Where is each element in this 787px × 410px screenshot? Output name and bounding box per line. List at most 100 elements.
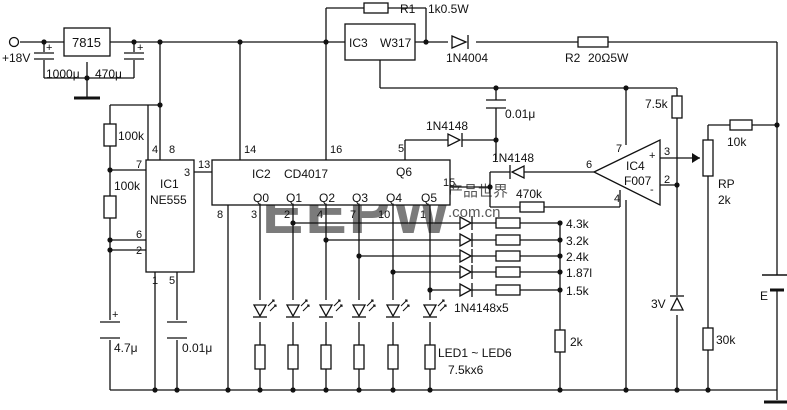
r1-name: R1 bbox=[400, 2, 416, 16]
led-label: LED1 ~ LED6 bbox=[438, 346, 512, 360]
battery: E bbox=[760, 274, 787, 303]
sel-res-4: 1.5k bbox=[566, 284, 590, 298]
diode-1n4148-b: 1N4148 bbox=[492, 151, 534, 180]
ic2-cd4017: IC2 CD4017 13 14 16 8 15 Q6 5 Q0 Q1 Q2 Q… bbox=[198, 143, 455, 221]
sel-res-0: 4.3k bbox=[566, 217, 590, 231]
ic1-pin1: 1 bbox=[152, 275, 158, 287]
r-2k-label: 2k bbox=[570, 335, 584, 349]
cap-ref: 0.01μ bbox=[486, 99, 535, 121]
c-timing-label: 4.7μ bbox=[114, 341, 138, 355]
power-input: +18V 7815 + 1000μ + 470μ bbox=[2, 27, 144, 81]
ic1-pin8: 8 bbox=[169, 144, 175, 156]
rp-name: RP bbox=[718, 177, 735, 191]
ic2-q2: Q2 bbox=[319, 191, 335, 205]
d-b-label: 1N4148 bbox=[492, 151, 534, 165]
selection-network: 4.3k 3.2k 2.4k 1.87l 1.5k 1N4148x5 2k bbox=[454, 215, 592, 353]
ic2-out-pin-1: 2 bbox=[284, 209, 290, 221]
regulator-label: 7815 bbox=[72, 35, 101, 50]
ic4-name: IC4 bbox=[626, 159, 645, 173]
ic3-regulator: IC3 W317 R1 1k0.5W bbox=[344, 2, 469, 61]
sel-res-3: 1.87l bbox=[566, 266, 592, 280]
resistor-r2: R2 20Ω5W bbox=[565, 36, 629, 65]
resistor-r1 bbox=[363, 2, 389, 14]
ic4-minus: - bbox=[650, 184, 654, 196]
ic2-pin8: 8 bbox=[217, 209, 223, 221]
led-res-label: 7.5kx6 bbox=[448, 363, 484, 377]
potentiometer-rp bbox=[702, 139, 714, 177]
resistor-10k bbox=[729, 119, 753, 131]
resistor-100k-b bbox=[103, 195, 117, 219]
input-terminal-icon bbox=[8, 36, 20, 48]
ic1-pin7: 7 bbox=[136, 159, 142, 171]
rp-value: 2k bbox=[718, 193, 732, 207]
ic2-pin16: 16 bbox=[330, 144, 342, 156]
diode-1n4004: 1N4004 bbox=[446, 35, 488, 65]
junctions bbox=[41, 39, 780, 393]
ic2-q5: Q5 bbox=[421, 191, 437, 205]
ic2-pin15: 15 bbox=[443, 177, 455, 189]
wiper-arrow-icon bbox=[692, 153, 700, 163]
c-ctrl-label: 0.01μ bbox=[182, 341, 212, 355]
ic2-out-pin-0: 3 bbox=[251, 209, 257, 221]
ic2-out-pin-5: 1 bbox=[420, 209, 426, 221]
r-75k-label: 7.5k bbox=[645, 97, 669, 111]
ic1-pin5: 5 bbox=[169, 275, 175, 287]
ic1-name: IC1 bbox=[160, 177, 179, 191]
ic3-part: W317 bbox=[380, 36, 412, 50]
ic2-q6-pin: 5 bbox=[398, 143, 404, 155]
ic4-f007: IC4 F007 + - 7 6 3 2 4 bbox=[586, 138, 670, 207]
ic1-ne555: IC1 NE555 4 8 7 3 6 2 1 5 100k 100k + 4.… bbox=[100, 123, 212, 355]
led-array: LED1 ~ LED6 7.5kx6 bbox=[252, 299, 512, 377]
ic4-pin2: 2 bbox=[664, 174, 670, 186]
ic2-name: IC2 bbox=[252, 167, 271, 181]
battery-label: E bbox=[760, 289, 768, 303]
r2-name: R2 bbox=[565, 51, 581, 65]
ic1-pin3: 3 bbox=[184, 167, 190, 179]
r1-value: 1k0.5W bbox=[428, 2, 469, 16]
diode-1n4148-a: 1N4148 bbox=[426, 119, 468, 148]
cap-470u-label: 470μ bbox=[95, 67, 122, 81]
ic2-q6: Q6 bbox=[396, 165, 412, 179]
watermark-domain: .com.cn bbox=[448, 204, 501, 221]
ic1-pin2: 2 bbox=[136, 245, 142, 257]
resistor-30k bbox=[702, 327, 714, 351]
c-ref-label: 0.01μ bbox=[505, 107, 535, 121]
regulator-7815 bbox=[63, 27, 111, 57]
ic2-q3: Q3 bbox=[352, 191, 368, 205]
ic4-part: F007 bbox=[624, 174, 652, 188]
ic4-pin7: 7 bbox=[616, 143, 622, 155]
ic1-pin6: 6 bbox=[136, 229, 142, 241]
supply-label: +18V bbox=[2, 51, 30, 65]
resistor-2k bbox=[554, 329, 566, 353]
ic2-out-pin-4: 10 bbox=[378, 209, 390, 221]
zener-label: 3V bbox=[651, 297, 666, 311]
svg-text:+: + bbox=[137, 42, 143, 54]
d-main-label: 1N4004 bbox=[446, 51, 488, 65]
ic1-pin4: 4 bbox=[152, 144, 158, 156]
ic4-pin6: 6 bbox=[586, 159, 592, 171]
sel-res-2: 2.4k bbox=[566, 250, 590, 264]
sel-res-1: 3.2k bbox=[566, 234, 590, 248]
resistor-7-5k bbox=[671, 95, 683, 119]
ic2-q0: Q0 bbox=[253, 191, 269, 205]
r-100k-a-label: 100k bbox=[118, 129, 145, 143]
ic2-q1: Q1 bbox=[286, 191, 302, 205]
ic2-pin14: 14 bbox=[244, 144, 256, 156]
r2-value: 20Ω5W bbox=[588, 51, 629, 65]
svg-text:+: + bbox=[46, 42, 52, 54]
ic3-name: IC3 bbox=[349, 36, 368, 50]
diodes-label: 1N4148x5 bbox=[454, 301, 509, 315]
r-10k-label: 10k bbox=[727, 135, 747, 149]
svg-text:+: + bbox=[112, 309, 118, 321]
d-a-label: 1N4148 bbox=[426, 119, 468, 133]
r-fb-label: 470k bbox=[516, 187, 543, 201]
ic2-pin13: 13 bbox=[198, 159, 210, 171]
r-30k-label: 30k bbox=[716, 333, 736, 347]
ic4-pin3: 3 bbox=[664, 146, 670, 158]
ic2-out-pin-3: 7 bbox=[350, 209, 356, 221]
ic4-pin4: 4 bbox=[614, 193, 620, 205]
resistor-470k: 470k bbox=[516, 187, 545, 213]
ic1-part: NE555 bbox=[150, 193, 187, 207]
wires bbox=[20, 7, 787, 404]
